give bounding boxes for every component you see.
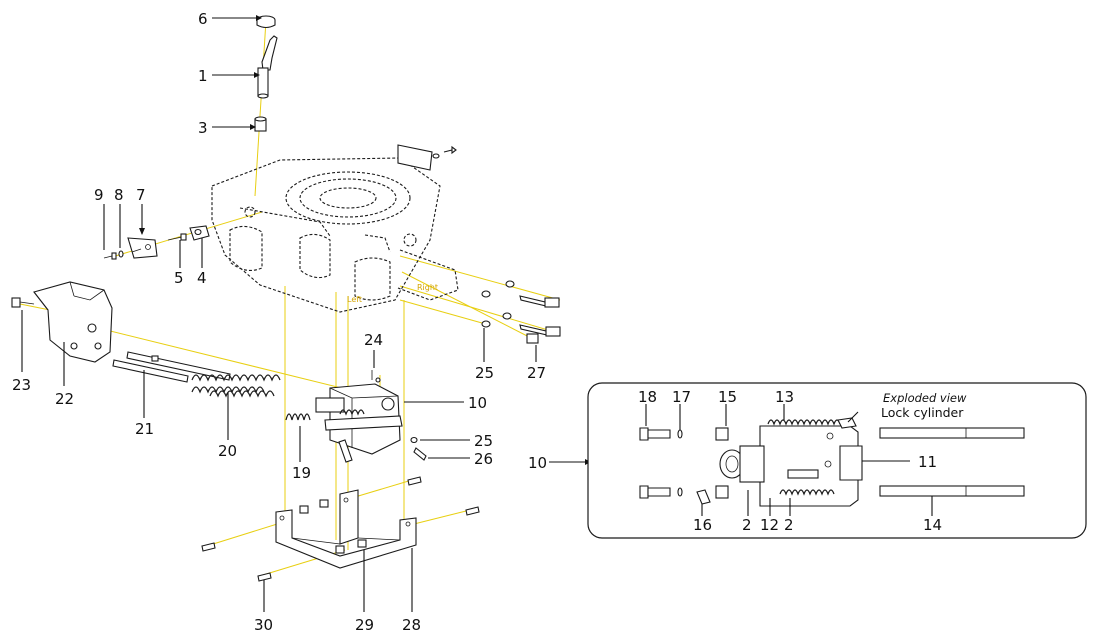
right-screws — [481, 280, 561, 344]
part-21-rods — [112, 351, 231, 383]
part-5-screw — [167, 233, 187, 241]
part-1-lever — [257, 35, 278, 99]
part-19-spring — [285, 413, 311, 421]
callout-numbers: 6 1 3 9 8 7 5 4 24 25 27 10 25 26 23 22 … — [12, 10, 967, 634]
callout-22: 22 — [55, 390, 74, 408]
callout-1: 1 — [198, 67, 208, 85]
callout-2-right: 2 — [784, 516, 794, 534]
inset-exploded-view — [587, 382, 1087, 539]
parts-25-26-nozzle — [410, 436, 427, 461]
callout-27: 27 — [527, 364, 546, 382]
callout-25-top: 25 — [475, 364, 494, 382]
callout-19: 19 — [292, 464, 311, 482]
left-side-label: Left — [347, 295, 362, 304]
callout-21: 21 — [135, 420, 154, 438]
inset-title: Exploded view — [883, 391, 967, 405]
leader-lines — [21, 15, 591, 612]
part-23-screw — [11, 297, 35, 308]
callout-15: 15 — [718, 388, 737, 406]
callout-9: 9 — [94, 186, 104, 204]
callout-20: 20 — [218, 442, 237, 460]
callout-3: 3 — [198, 119, 208, 137]
part-9-screw — [103, 252, 117, 260]
callout-8: 8 — [114, 186, 124, 204]
part-8-washer — [118, 250, 124, 258]
callout-18: 18 — [638, 388, 657, 406]
callout-13: 13 — [775, 388, 794, 406]
cradle-screws — [201, 476, 480, 582]
part-3-bushing — [254, 116, 267, 132]
callout-17: 17 — [672, 388, 691, 406]
callout-12: 12 — [760, 516, 779, 534]
callout-5: 5 — [174, 269, 184, 287]
inset-subtitle: Lock cylinder — [881, 405, 964, 420]
callout-14: 14 — [923, 516, 942, 534]
callout-16: 16 — [693, 516, 712, 534]
callout-11: 11 — [918, 453, 937, 471]
callout-30: 30 — [254, 616, 273, 634]
callout-10-inset: 10 — [528, 454, 547, 472]
callout-6: 6 — [198, 10, 208, 28]
main-housing — [211, 157, 459, 313]
part-28-cradle — [275, 489, 417, 569]
callout-26: 26 — [474, 450, 493, 468]
top-right-plate — [397, 144, 457, 171]
callout-28: 28 — [402, 616, 421, 634]
part-10-assembly — [315, 377, 403, 463]
part-4-block — [189, 225, 210, 241]
callout-2-left: 2 — [742, 516, 752, 534]
part-20-springs — [191, 374, 281, 398]
callout-25-bottom: 25 — [474, 432, 493, 450]
callout-29: 29 — [355, 616, 374, 634]
part-7-plate — [127, 237, 158, 259]
callout-4: 4 — [197, 269, 207, 287]
callout-23: 23 — [12, 376, 31, 394]
callout-24: 24 — [364, 331, 383, 349]
right-side-label: Right — [417, 283, 438, 292]
part-22-bracket — [33, 281, 113, 363]
callout-7: 7 — [136, 186, 146, 204]
callout-10-main: 10 — [468, 394, 487, 412]
